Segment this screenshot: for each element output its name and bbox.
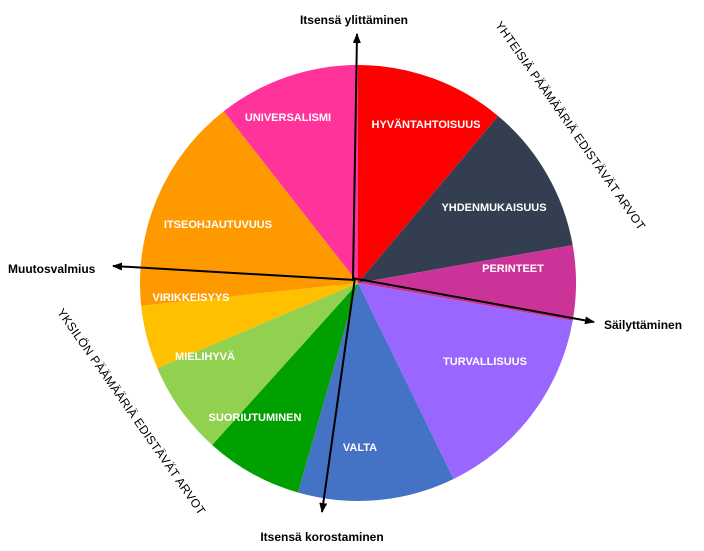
label-turvallisuus: TURVALLISUUS bbox=[443, 356, 527, 368]
segment-virikkeisyys bbox=[141, 283, 358, 369]
values-wheel bbox=[139, 65, 577, 502]
label-itseohjautuvuus: ITSEOHJAUTUVUUS bbox=[164, 219, 272, 231]
axis-label-left: Muutosvalmius bbox=[8, 262, 96, 276]
label-mielihyva: MIELIHYVÄ bbox=[175, 350, 235, 363]
segment-hyvantahtoisuus bbox=[358, 65, 499, 283]
axis-arrow-right bbox=[351, 277, 595, 325]
segment-turvallisuus bbox=[358, 283, 573, 479]
segment-universalismi bbox=[223, 65, 358, 283]
axis-label-top: Itsensä ylittäminen bbox=[300, 13, 408, 27]
label-universalismi: UNIVERSALISMI bbox=[245, 112, 331, 124]
segment-labels: HYVÄNTAHTOISUUS YHDENMUKAISUUS PERINTEET… bbox=[152, 112, 546, 454]
label-yhdenmukaisuus: YHDENMUKAISUUS bbox=[441, 202, 546, 214]
label-perinteet: PERINTEET bbox=[482, 263, 544, 275]
axis-label-bottom: Itsensä korostaminen bbox=[260, 530, 383, 544]
axis-label-right: Säilyttäminen bbox=[604, 318, 682, 332]
label-valta: VALTA bbox=[343, 442, 377, 454]
segment-suoriutuminen bbox=[212, 283, 358, 493]
axes bbox=[112, 33, 595, 513]
label-hyvantahtoisuus: HYVÄNTAHTOISUUS bbox=[372, 118, 481, 131]
label-virikkeisyys: VIRIKKEISYYS bbox=[152, 292, 229, 304]
axis-labels: Itsensä ylittäminen Itsensä korostaminen… bbox=[8, 13, 682, 544]
axis-arrow-left bbox=[112, 262, 356, 281]
label-suoriutuminen: SUORIUTUMINEN bbox=[209, 412, 302, 424]
segment-mielihyva bbox=[157, 283, 358, 446]
axis-arrow-down bbox=[319, 277, 356, 513]
segment-perinteet bbox=[358, 245, 577, 321]
segment-itseohjautuvuus bbox=[139, 111, 358, 306]
axis-arrow-up bbox=[352, 33, 361, 281]
segment-yhdenmukaisuus bbox=[358, 116, 573, 283]
segment-valta bbox=[297, 283, 454, 502]
